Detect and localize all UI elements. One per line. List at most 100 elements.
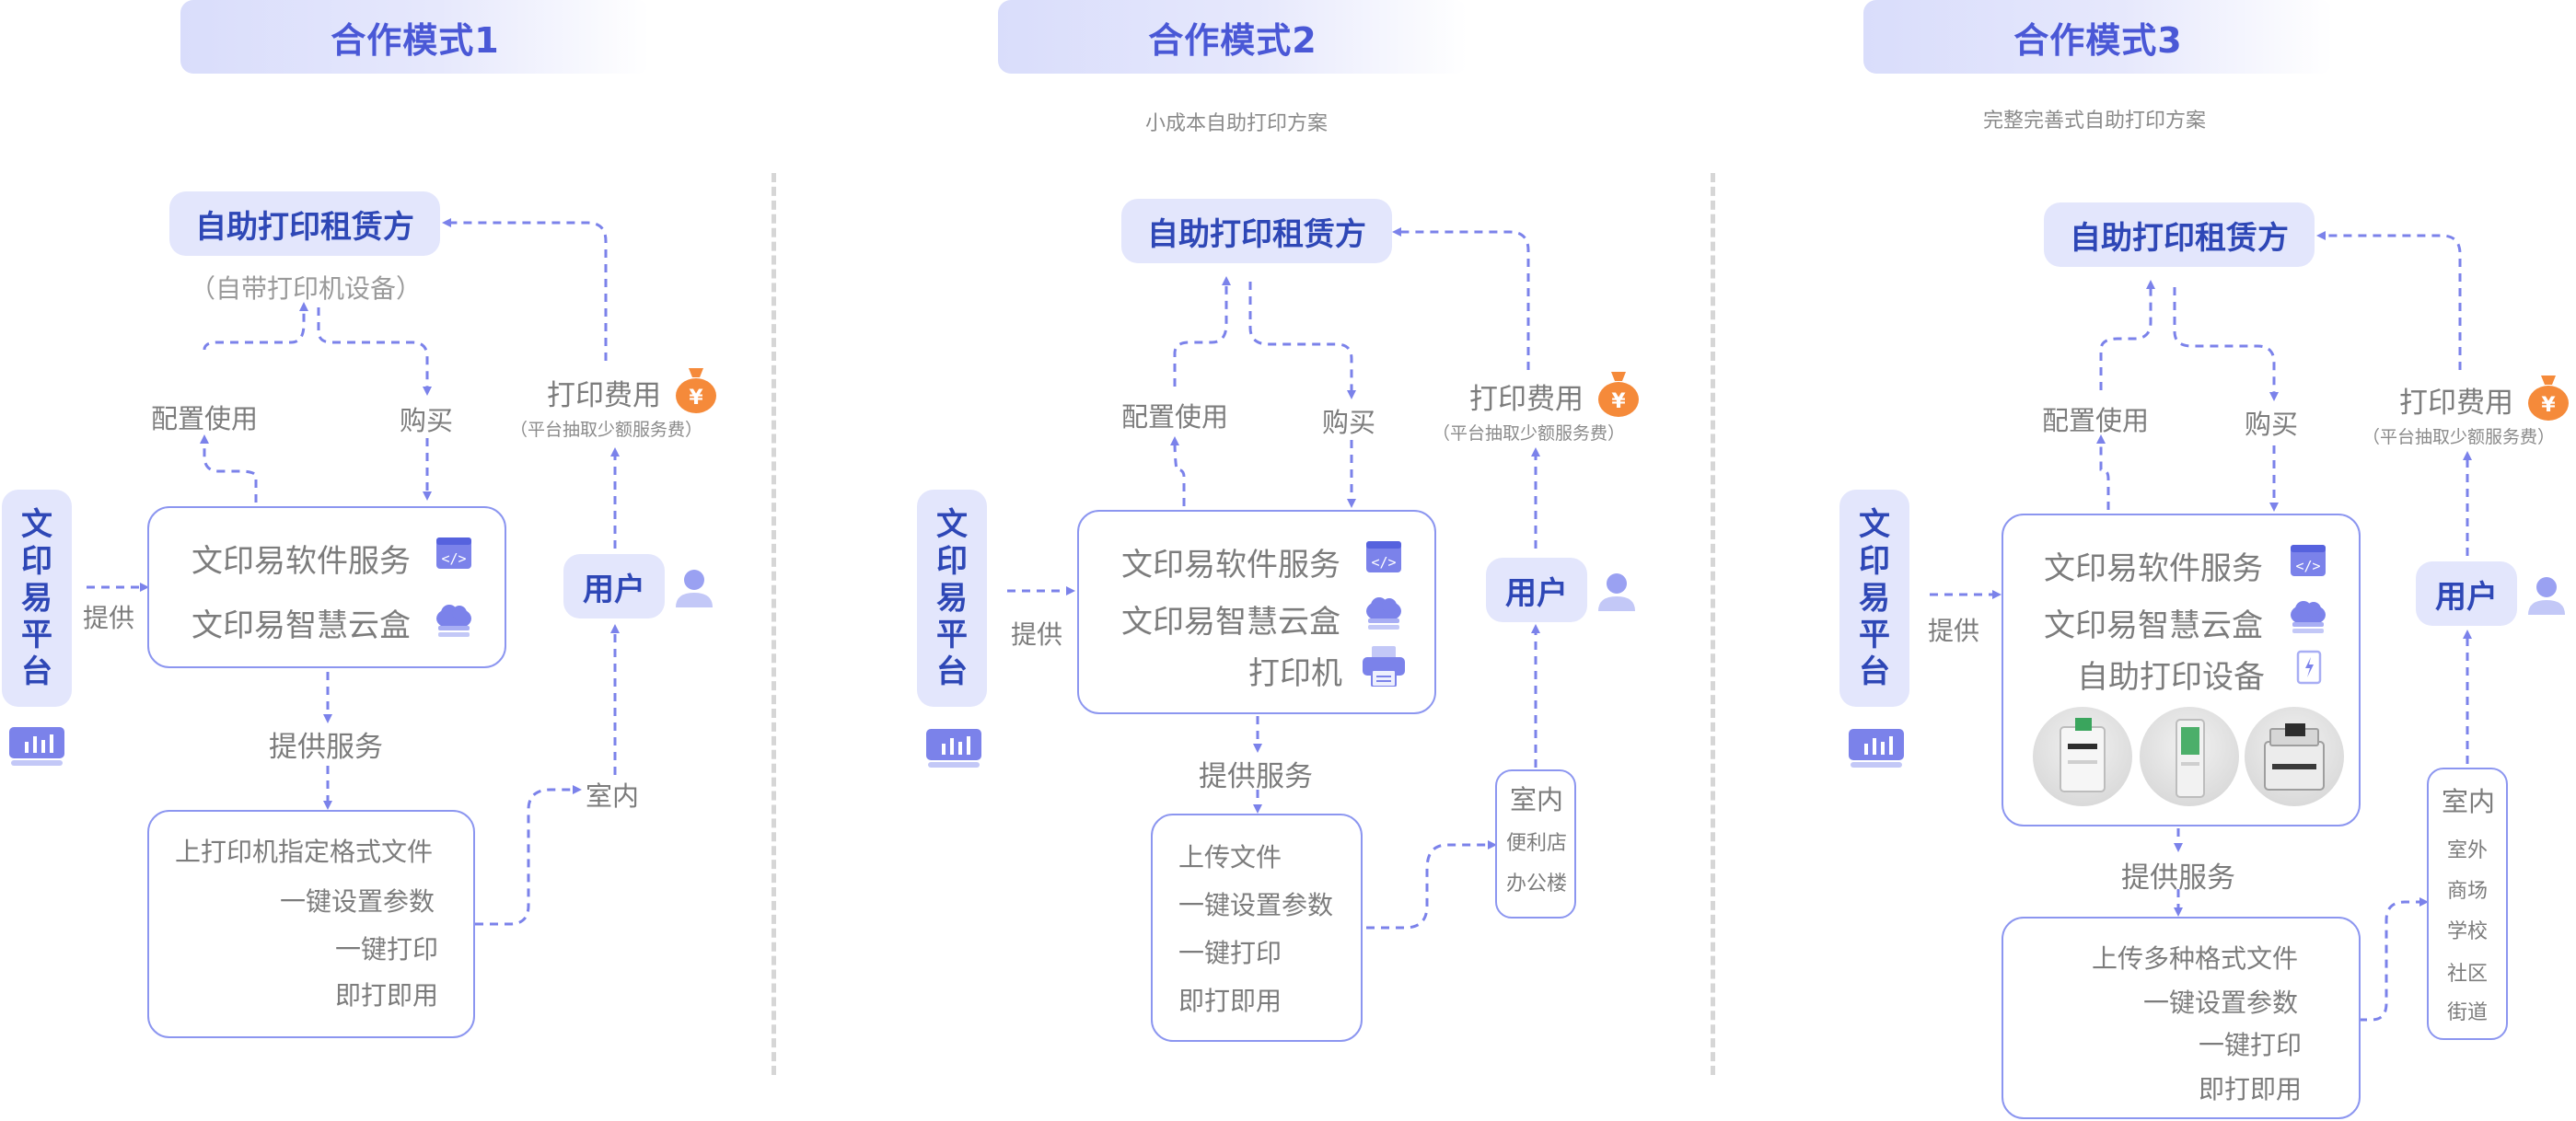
mode1-location: 室内 — [586, 780, 640, 812]
mode1-user: 用户 — [563, 554, 665, 618]
mode2-provide-service: 提供服务 — [1199, 760, 1313, 793]
column-divider — [1711, 173, 1715, 1075]
platform-char: 文 — [936, 506, 968, 543]
mode2-buy: 购买 — [1322, 407, 1376, 438]
mode3-buy: 购买 — [2245, 409, 2299, 440]
platform-char: 台 — [21, 653, 52, 690]
mode2-feature-box — [1151, 814, 1363, 1042]
code-window-icon: </> — [1366, 541, 1401, 572]
mode3-config-use: 配置使用 — [2042, 405, 2150, 436]
mode3-feature: 上传多种格式文件 — [2092, 943, 2299, 974]
mode2-feature: 上传文件 — [1178, 842, 1282, 873]
mode1-service-software: 文印易软件服务 — [191, 543, 411, 580]
mode2-header-title: 合作模式2 — [1148, 19, 1317, 61]
platform-char: 易 — [936, 580, 968, 617]
code-window-icon: </> — [2291, 545, 2326, 576]
kiosk-device-image — [2140, 707, 2239, 806]
mode2-fee: 打印费用 — [1469, 383, 1584, 416]
mode2-subtitle: 小成本自助打印方案 — [1145, 112, 1329, 135]
mode1-feature: 即打即用 — [335, 980, 439, 1011]
mode2-header: 合作模式2 — [998, 0, 1468, 74]
mode1-service-cloud: 文印易智慧云盒 — [191, 607, 411, 644]
mode2-provide-label: 提供 — [1011, 619, 1063, 650]
mode3-fee-note: （平台抽取少额服务费） — [2362, 427, 2556, 447]
mode1-service-box — [147, 506, 506, 668]
mode3-location: 室内 — [2442, 786, 2496, 817]
cloud-box-icon — [1366, 597, 1401, 630]
mode3-platform: 文 印 易 平 台 — [1839, 490, 1909, 707]
svg-text:</>: </> — [441, 550, 466, 567]
kiosk-device-image — [2245, 707, 2344, 806]
svg-text:¥: ¥ — [2541, 394, 2556, 417]
mode3-service-device: 自助打印设备 — [2077, 659, 2265, 696]
mode3-feature: 一键打印 — [2199, 1030, 2303, 1060]
platform-char: 平 — [21, 617, 52, 653]
mode2-service-printer: 打印机 — [1248, 655, 1342, 692]
mode1-platform: 文 印 易 平 台 — [2, 490, 72, 707]
platform-char: 平 — [1859, 617, 1890, 653]
bar-chart-icon — [9, 727, 64, 766]
mode3-location: 街道 — [2447, 1001, 2489, 1024]
platform-char: 印 — [936, 543, 968, 580]
money-bag-icon: ¥ — [1598, 372, 1639, 417]
mode3-location: 商场 — [2447, 880, 2489, 903]
svg-text:</>: </> — [2295, 558, 2320, 574]
mode2-location: 室内 — [1510, 784, 1564, 815]
user-icon — [676, 570, 713, 607]
mode3-location: 学校 — [2447, 920, 2489, 943]
mode2-feature: 一键设置参数 — [1178, 890, 1334, 920]
mode3-subtitle: 完整完善式自助打印方案 — [1983, 110, 2207, 133]
mode1-renter-note: （自带打印机设备） — [190, 273, 423, 304]
platform-char: 易 — [21, 580, 52, 617]
platform-char: 台 — [1859, 653, 1890, 690]
money-bag-icon: ¥ — [2528, 376, 2569, 421]
platform-char: 印 — [21, 543, 52, 580]
mode3-location-box — [2427, 768, 2508, 1040]
money-bag-icon: ¥ — [676, 368, 716, 413]
mode3-header-title: 合作模式3 — [2013, 19, 2183, 61]
mode1-feature-box — [147, 810, 475, 1038]
svg-text:¥: ¥ — [689, 387, 703, 410]
mode2-fee-note: （平台抽取少额服务费） — [1433, 423, 1626, 444]
mode3-location: 社区 — [2447, 963, 2489, 986]
mode2-service-software: 文印易软件服务 — [1121, 547, 1340, 584]
column-divider — [772, 173, 776, 1075]
code-window-icon: </> — [436, 537, 471, 569]
cloud-box-icon — [2291, 601, 2326, 633]
mode2-config-use: 配置使用 — [1121, 401, 1229, 433]
platform-char: 平 — [936, 617, 968, 653]
mode1-config-use: 配置使用 — [151, 403, 259, 434]
svg-text:¥: ¥ — [1611, 390, 1626, 413]
mode3-location: 室外 — [2447, 839, 2489, 862]
user-icon — [2528, 577, 2565, 615]
mode2-platform: 文 印 易 平 台 — [917, 490, 987, 707]
mode1-provide-label: 提供 — [83, 603, 135, 633]
printer-icon — [1363, 646, 1405, 687]
bar-chart-icon — [926, 729, 981, 768]
user-icon — [1598, 573, 1635, 611]
mode2-location: 办公楼 — [1506, 873, 1568, 896]
mode3-fee: 打印费用 — [2399, 387, 2513, 420]
kiosk-device-image — [2033, 707, 2132, 806]
mode1-header: 合作模式1 — [180, 0, 650, 74]
bar-chart-icon — [1849, 729, 1904, 768]
mode2-user: 用户 — [1486, 558, 1587, 622]
mode1-feature: 上打印机指定格式文件 — [175, 837, 434, 867]
mode3-feature-box — [2002, 917, 2361, 1119]
mode1-fee: 打印费用 — [547, 379, 661, 412]
svg-text:</>: </> — [1371, 554, 1396, 571]
mode3-header: 合作模式3 — [1863, 0, 2333, 74]
mode3-service-software: 文印易软件服务 — [2044, 550, 2263, 587]
mode1-provide-service: 提供服务 — [269, 731, 383, 764]
mode3-renter: 自助打印租赁方 — [2044, 202, 2315, 267]
mode2-feature: 一键打印 — [1178, 938, 1282, 968]
mode2-service-cloud: 文印易智慧云盒 — [1121, 604, 1340, 641]
mode2-location-box — [1495, 769, 1576, 919]
mode1-feature: 一键设置参数 — [280, 886, 435, 917]
platform-char: 易 — [1859, 580, 1890, 617]
mode1-feature: 一键打印 — [335, 934, 439, 965]
platform-char: 文 — [1859, 506, 1890, 543]
mode1-fee-note: （平台抽取少额服务费） — [510, 420, 703, 440]
mode3-service-cloud: 文印易智慧云盒 — [2044, 607, 2263, 644]
